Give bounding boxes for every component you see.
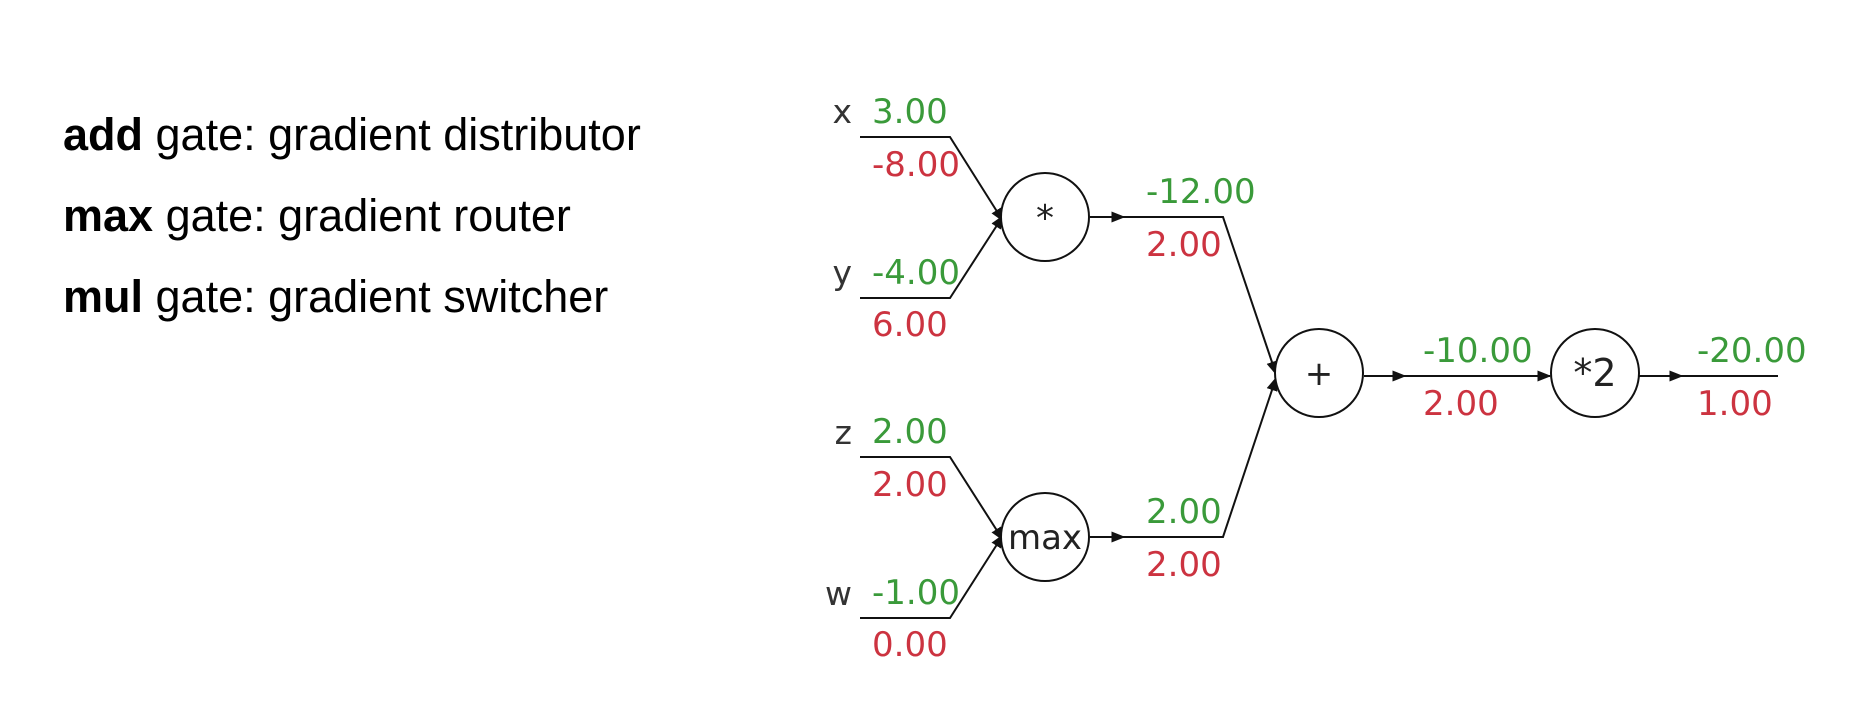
y-value: -4.00 bbox=[872, 253, 960, 293]
legend-mul-desc: gate: gradient switcher bbox=[143, 271, 609, 322]
x-gradient: -8.00 bbox=[872, 145, 960, 185]
wire-z bbox=[860, 456, 1004, 542]
add-gate-symbol: + bbox=[1305, 354, 1334, 394]
z-gradient: 2.00 bbox=[872, 465, 948, 505]
wire-mul-to-add bbox=[1124, 216, 1278, 376]
add-out-gradient: 2.00 bbox=[1423, 384, 1499, 424]
input-z-label: z bbox=[835, 413, 852, 452]
add-out-value: -10.00 bbox=[1423, 331, 1533, 371]
wire-y bbox=[860, 214, 1004, 299]
final-out-value: -20.00 bbox=[1697, 331, 1807, 371]
wire-max-to-add bbox=[1124, 376, 1278, 538]
gate-legend: add gate: gradient distributor max gate:… bbox=[63, 94, 641, 337]
legend-add-term: add bbox=[63, 109, 144, 160]
wire-w bbox=[860, 533, 1004, 619]
legend-add-gate: add gate: gradient distributor bbox=[63, 94, 641, 175]
legend-max-term: max bbox=[63, 190, 154, 241]
x-value: 3.00 bbox=[872, 92, 948, 132]
scale-gate-node bbox=[1550, 328, 1640, 418]
max-out-gradient: 2.00 bbox=[1146, 545, 1222, 585]
input-y-label: y bbox=[832, 253, 852, 292]
input-w-label: w bbox=[825, 574, 852, 613]
w-value: -1.00 bbox=[872, 573, 960, 613]
max-out-value: 2.00 bbox=[1146, 492, 1222, 532]
legend-add-desc: gate: gradient distributor bbox=[143, 109, 641, 160]
input-x-label: x bbox=[832, 92, 852, 131]
legend-mul-term: mul bbox=[63, 271, 144, 322]
final-out-gradient: 1.00 bbox=[1697, 384, 1773, 424]
wire-x bbox=[860, 136, 1004, 223]
legend-mul-gate: mul gate: gradient switcher bbox=[63, 256, 641, 337]
y-gradient: 6.00 bbox=[872, 305, 948, 345]
add-gate-node bbox=[1274, 328, 1364, 418]
mul-out-value: -12.00 bbox=[1146, 172, 1256, 212]
mul-gate-node bbox=[1000, 172, 1090, 262]
legend-max-gate: max gate: gradient router bbox=[63, 175, 641, 256]
mul-gate-symbol: * bbox=[1036, 198, 1054, 239]
max-gate-symbol: max bbox=[1008, 518, 1082, 558]
max-gate-node bbox=[1000, 492, 1090, 582]
mul-out-gradient: 2.00 bbox=[1146, 225, 1222, 265]
legend-max-desc: gate: gradient router bbox=[153, 190, 571, 241]
w-gradient: 0.00 bbox=[872, 625, 948, 665]
scale-gate-symbol: *2 bbox=[1573, 351, 1616, 395]
z-value: 2.00 bbox=[872, 412, 948, 452]
